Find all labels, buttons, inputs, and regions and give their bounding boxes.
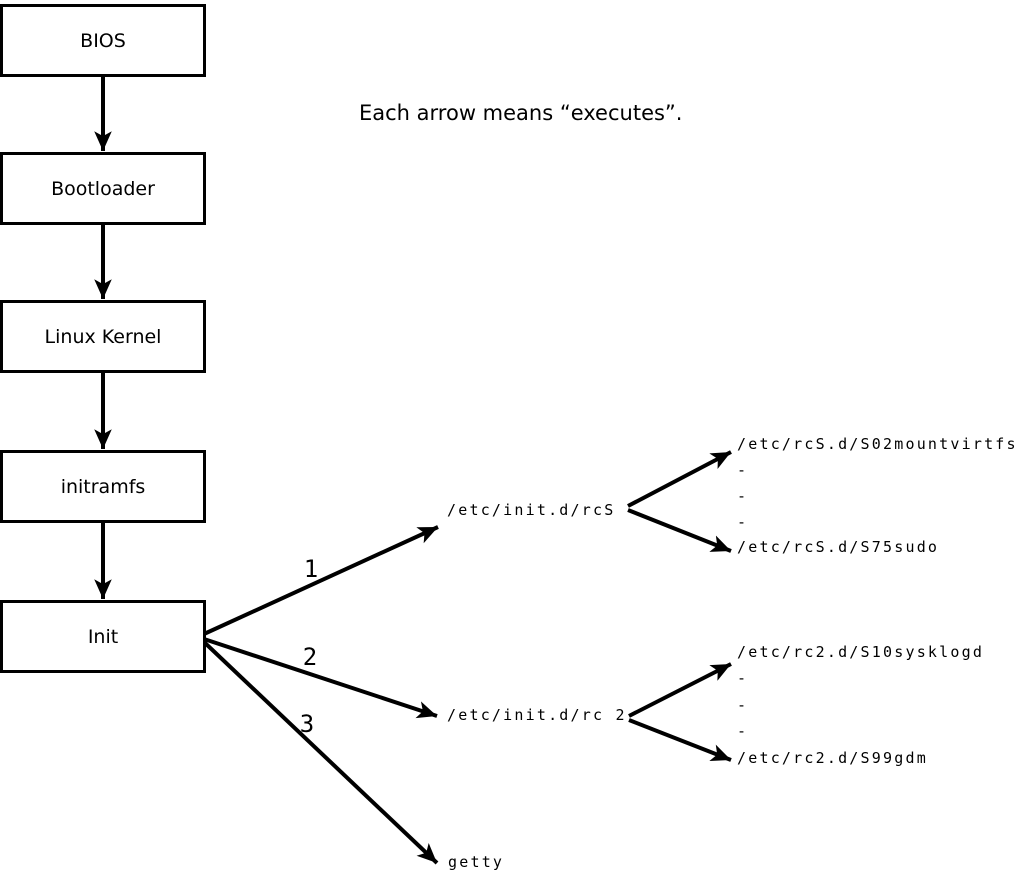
node-getty: getty — [448, 853, 505, 871]
arrow-rc2-to-s99gdm — [628, 718, 732, 762]
node-initramfs: initramfs — [0, 450, 206, 523]
node-bootloader-label: Bootloader — [51, 177, 155, 200]
node-init-d-rcS: /etc/init.d/rcS — [447, 501, 616, 519]
node-init-d-rc2: /etc/init.d/rc 2 — [447, 706, 627, 724]
rcS-ellipsis-dash-2: - — [737, 487, 749, 505]
node-linux-kernel-label: Linux Kernel — [44, 325, 162, 348]
arrow-init-to-rcS — [203, 525, 439, 636]
rcS-ellipsis-dash-1: - — [737, 461, 749, 479]
node-rc2-script-s10sysklogd: /etc/rc2.d/S10sysklogd — [737, 643, 985, 661]
branch-number-1: 1 — [303, 555, 319, 583]
arrow-rcS-to-s02mountvirtfs — [627, 450, 732, 508]
arrow-rcS-to-s75sudo — [627, 508, 732, 553]
node-bios-label: BIOS — [80, 29, 126, 52]
branch-number-2: 2 — [302, 643, 318, 671]
arrow-init-to-rc2 — [203, 637, 438, 719]
arrow-rc2-to-s10sysklogd — [628, 662, 732, 718]
rc2-ellipsis-dash-2: - — [737, 696, 749, 714]
legend-note: Each arrow means “executes”. — [359, 101, 683, 125]
rcS-ellipsis-dash-3: - — [737, 513, 749, 531]
node-init: Init — [0, 600, 206, 673]
node-rcS-script-s02mountvirtfs: /etc/rcS.d/S02mountvirtfs — [737, 435, 1018, 453]
node-bootloader: Bootloader — [0, 152, 206, 225]
node-bios: BIOS — [0, 4, 206, 77]
node-rc2-script-s99gdm: /etc/rc2.d/S99gdm — [737, 749, 928, 767]
branch-number-3: 3 — [299, 710, 315, 738]
node-init-label: Init — [87, 625, 119, 648]
node-initramfs-label: initramfs — [60, 475, 146, 498]
node-rcS-script-s75sudo: /etc/rcS.d/S75sudo — [737, 538, 940, 556]
rc2-ellipsis-dash-3: - — [737, 722, 749, 740]
arrow-init-to-getty — [202, 640, 439, 865]
rc2-ellipsis-dash-1: - — [737, 669, 749, 687]
node-linux-kernel: Linux Kernel — [0, 300, 206, 373]
